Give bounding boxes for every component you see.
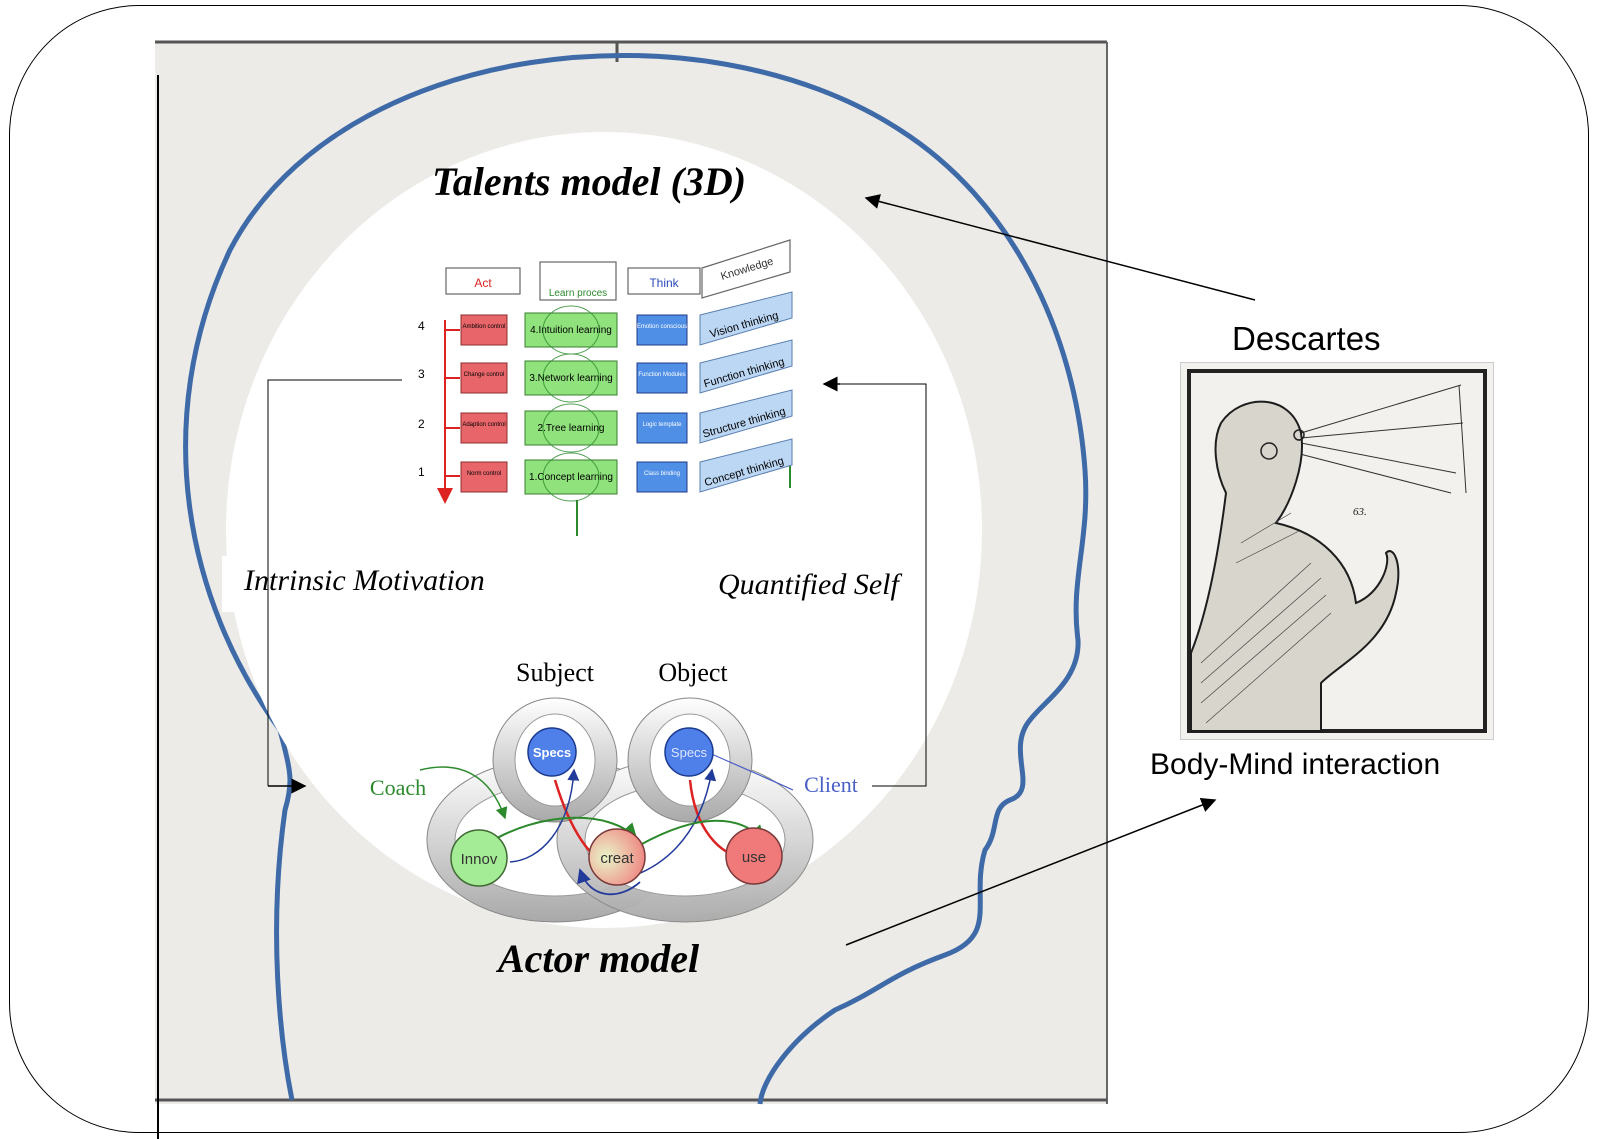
descartes-woodcut: 63. (1187, 369, 1487, 733)
descartes-page-number: 63. (1353, 506, 1367, 518)
quantified-self-label: Quantified Self (718, 568, 899, 601)
descartes-arrow-bottom (845, 797, 1217, 946)
client-label: Client (804, 772, 858, 797)
paper-border (155, 40, 1108, 1139)
specs-left-label: Specs (533, 745, 571, 760)
coach-label: Coach (370, 775, 426, 800)
level-number: 1 (418, 465, 425, 479)
learn-cell: 3.Network learning (529, 373, 612, 384)
intrinsic-motivation-label: Intrinsic Motivation (244, 564, 485, 597)
actor-model: Specs Specs Innov creat use Subject Obje… (370, 658, 858, 923)
act-cell: Norm control (467, 471, 501, 477)
learn-cell: 1.Concept learning (529, 472, 613, 483)
intrinsic-connector (267, 379, 402, 794)
header-learn-label: Learn proces (549, 288, 607, 299)
think-cell: Class binding (644, 471, 680, 477)
act-cell: Ambition control (462, 324, 505, 330)
level-number: 2 (418, 417, 425, 431)
learn-cell: 4.Intuition learning (530, 325, 612, 336)
level-number: 4 (418, 319, 425, 333)
specs-right-label: Specs (671, 745, 708, 760)
descartes-illustration: 63. (1180, 362, 1494, 740)
creat-label: creat (600, 850, 634, 867)
think-cell: Emotion conscious (637, 324, 687, 330)
think-cell: Function Modules (638, 372, 685, 378)
header-act-label: Act (474, 276, 492, 290)
head-outline (183, 52, 1089, 1105)
level-row: 2 Adaption control 2.Tree learning Logic… (418, 389, 793, 446)
quantified-connector (822, 376, 927, 787)
act-cell: Adaption control (462, 422, 505, 428)
descartes-caption: Body-Mind interaction (1150, 748, 1441, 781)
object-label: Object (658, 658, 728, 687)
think-cell: Logic template (642, 422, 682, 428)
header-think-label: Think (649, 276, 679, 290)
talents-model-title: Talents model (3D) (432, 159, 747, 204)
header-act-box (445, 267, 521, 295)
use-label: use (742, 849, 766, 866)
innov-label: Innov (461, 851, 498, 868)
intrinsic-label-bg (222, 556, 552, 612)
header-knowledge-box (701, 239, 791, 299)
level-row: 4 Ambition control 4.Intuition learning … (418, 291, 793, 348)
actor-model-title: Actor model (498, 936, 700, 981)
act-cell: Change control (464, 372, 505, 378)
header-learn-box (539, 261, 617, 301)
learn-cell: 2.Tree learning (538, 423, 605, 434)
descartes-arrow-top (864, 194, 1256, 301)
subject-label: Subject (516, 658, 595, 687)
rounded-frame (9, 5, 1589, 1133)
header-think-box (627, 267, 701, 295)
inner-circle (226, 132, 982, 928)
level-number: 3 (418, 367, 425, 381)
descartes-title: Descartes (1232, 320, 1381, 357)
